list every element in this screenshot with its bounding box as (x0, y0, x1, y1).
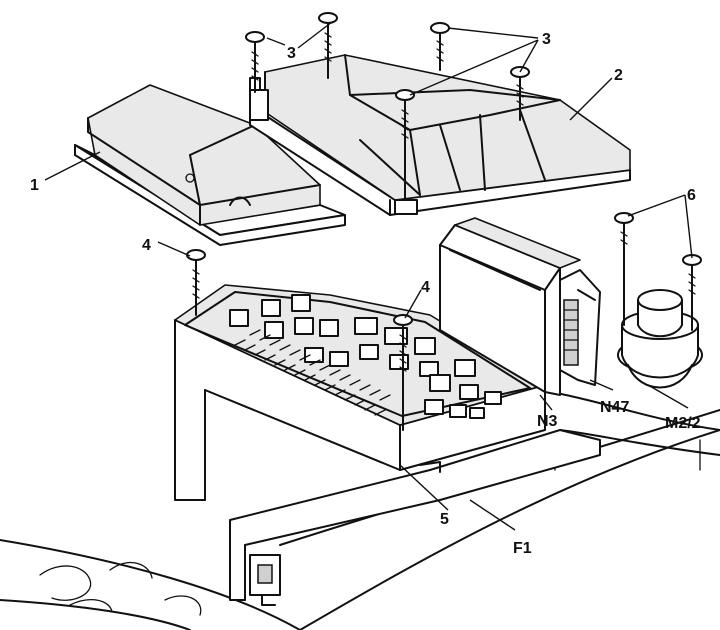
leader-lines (44, 21, 693, 531)
screw-3c (430, 22, 450, 71)
control-unit-n3 (439, 217, 581, 396)
label-screws-3-right: 3 (542, 31, 551, 48)
screw-6a (614, 212, 634, 326)
label-screws-6: 6 (687, 187, 696, 204)
label-n47: N47 (600, 399, 629, 416)
screws-fuse-box (186, 249, 413, 431)
control-unit-n47 (559, 269, 601, 386)
screw-4a (186, 249, 206, 316)
cover-1 (74, 84, 346, 246)
label-f1: F1 (513, 540, 532, 557)
callout-labels: 1 2 3 3 4 4 5 6 N3 N47 M2/2 F1 (30, 31, 701, 557)
screw-3a (245, 31, 265, 93)
label-cover-1: 1 (30, 177, 39, 194)
label-m2-2: M2/2 (665, 415, 701, 432)
label-screw-4-left: 4 (142, 237, 151, 254)
label-cover-2: 2 (614, 67, 623, 84)
screw-4b (393, 314, 413, 431)
screw-6b (682, 254, 702, 331)
screws-cover (245, 12, 530, 201)
label-screws-3-left: 3 (287, 45, 296, 62)
relay-m2-2 (617, 289, 703, 389)
relay-array (229, 294, 502, 419)
label-n3: N3 (537, 413, 558, 430)
fuse-box-5 (174, 284, 546, 501)
cover-2 (249, 54, 631, 216)
fuse-rows (234, 329, 391, 416)
chassis-structure (0, 389, 720, 630)
screw-3e (395, 89, 415, 201)
screw-3b (318, 12, 338, 79)
label-screw-4-center: 4 (421, 279, 430, 296)
label-fuse-box-5: 5 (440, 511, 449, 528)
bracket-f1 (229, 429, 601, 606)
